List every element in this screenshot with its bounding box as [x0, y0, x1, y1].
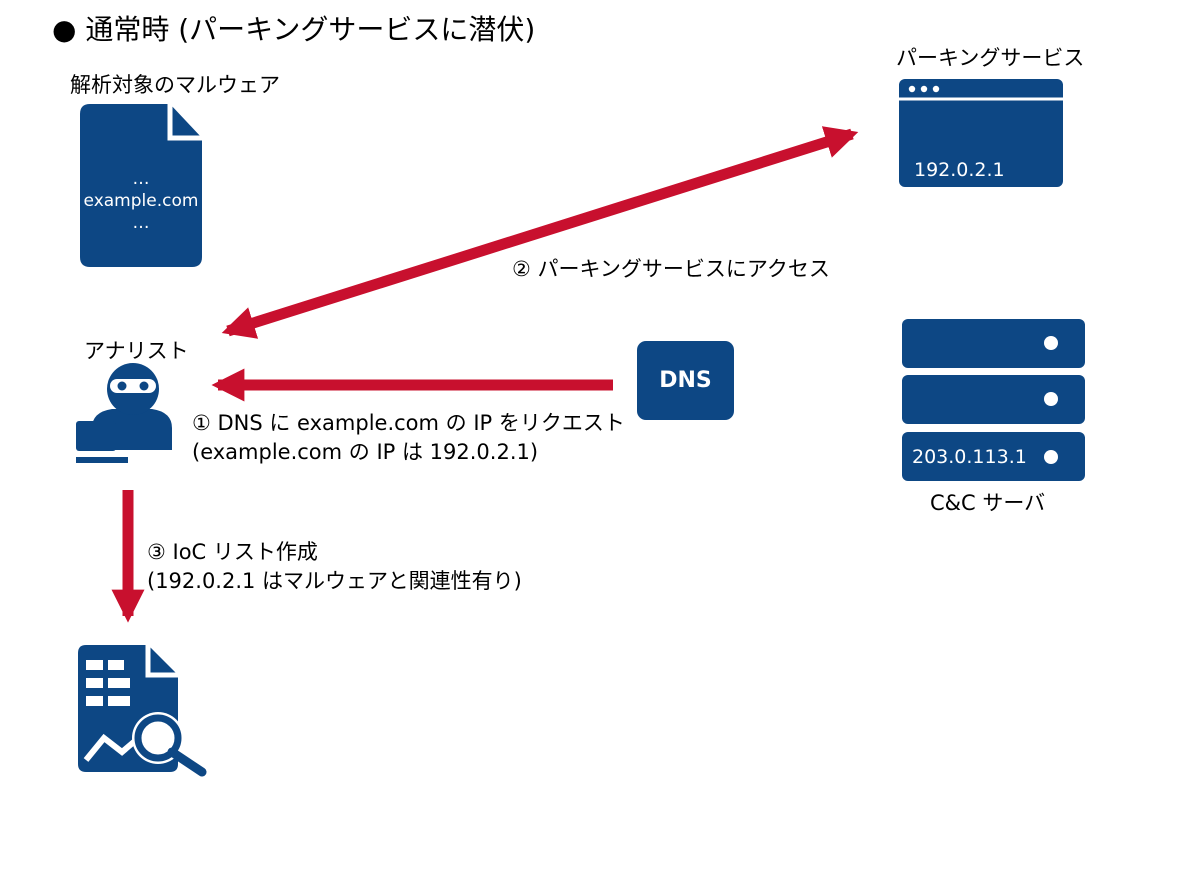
step3-text: ③ IoC リスト作成 (192.0.2.1 はマルウェアと関連性有り)	[147, 538, 522, 596]
analyst-label: アナリスト	[84, 339, 189, 363]
step1-text: ① DNS に example.com の IP をリクエスト (example…	[192, 409, 625, 467]
arrow-step2	[221, 126, 859, 339]
malware-document-icon	[80, 104, 202, 267]
malware-label: 解析対象のマルウェア	[70, 73, 280, 97]
step3-line1: ③ IoC リスト作成	[147, 540, 318, 564]
cc-server-label: C&C サーバ	[930, 491, 1046, 515]
doc-line-2: example.com	[83, 191, 199, 211]
step1-line2: (example.com の IP は 192.0.2.1)	[192, 440, 539, 464]
doc-line-1: …	[132, 169, 150, 189]
step3-line2: (192.0.2.1 はマルウェアと関連性有り)	[147, 569, 522, 593]
parking-service-label: パーキングサービス	[896, 46, 1085, 70]
page-title: ● 通常時 (パーキングサービスに潜伏)	[52, 13, 536, 46]
step1-line1: ① DNS に example.com の IP をリクエスト	[192, 411, 625, 435]
malware-document-content: … example.com …	[80, 168, 202, 234]
cc-server-ip: 203.0.113.1	[912, 446, 1027, 468]
server-stack-icon	[902, 319, 1085, 481]
analyst-icon	[76, 363, 172, 463]
dns-server-icon	[637, 341, 734, 420]
ioc-report-icon	[78, 645, 207, 777]
parking-ip: 192.0.2.1	[914, 159, 1005, 181]
browser-window-icon	[899, 79, 1063, 187]
doc-line-3: …	[132, 213, 150, 233]
dns-label: DNS	[659, 368, 712, 393]
